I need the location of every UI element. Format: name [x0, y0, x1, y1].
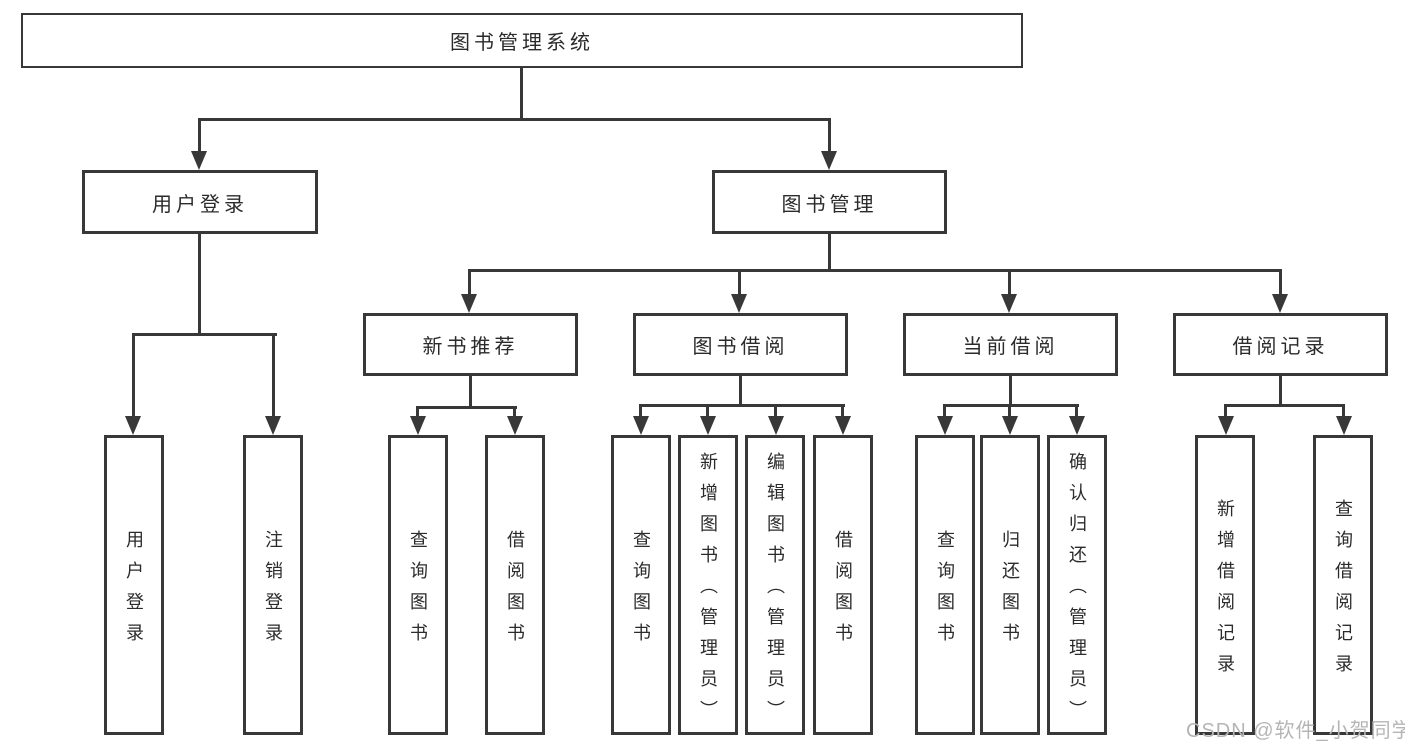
node-borrow-records-label: 借阅记录: [1232, 336, 1329, 358]
node-book-borrow-label: 图书借阅: [692, 336, 789, 358]
arrow-down-icon: [835, 416, 851, 435]
connector-line: [1342, 404, 1345, 417]
connector-line: [1279, 269, 1282, 295]
leaf-query-borrow-record-label: 查询借阅记录: [1333, 498, 1353, 685]
connector-line: [943, 404, 1079, 407]
node-book-management-label: 图书管理: [781, 193, 878, 216]
connector-line: [198, 118, 831, 121]
connector-line: [520, 67, 523, 120]
node-user-login: 用户登录: [82, 170, 318, 234]
node-new-book-recommend: 新书推荐: [363, 313, 578, 376]
leaf-query-borrow-record: 查询借阅记录: [1313, 435, 1373, 735]
node-book-borrow: 图书借阅: [633, 313, 848, 376]
arrow-down-icon: [1218, 416, 1234, 435]
connector-line: [1224, 404, 1345, 407]
connector-line: [1224, 404, 1227, 417]
node-book-management: 图书管理: [712, 170, 947, 234]
arrow-down-icon: [1272, 294, 1288, 313]
connector-line: [469, 375, 472, 408]
arrow-down-icon: [768, 416, 784, 435]
leaf-return-book: 归还图书: [980, 435, 1040, 735]
arrow-down-icon: [700, 416, 716, 435]
connector-line: [198, 118, 201, 152]
connector-line: [774, 404, 777, 417]
connector-line: [513, 406, 516, 417]
connector-line: [639, 404, 642, 417]
node-borrow-records: 借阅记录: [1173, 313, 1388, 376]
arrow-down-icon: [265, 416, 281, 435]
connector-line: [1009, 375, 1012, 407]
connector-line: [132, 333, 277, 336]
connector-line: [943, 404, 946, 417]
connector-line: [416, 406, 419, 417]
arrow-down-icon: [410, 416, 426, 435]
connector-line: [1008, 269, 1011, 295]
arrow-down-icon: [1336, 416, 1352, 435]
connector-line: [468, 269, 1282, 272]
leaf-borrow-book-label: 借阅图书: [833, 529, 853, 654]
node-user-login-label: 用户登录: [152, 193, 248, 216]
arrow-down-icon: [633, 416, 649, 435]
connector-line: [1279, 375, 1282, 407]
arrow-down-icon: [1002, 416, 1018, 435]
arrow-down-icon: [1001, 294, 1017, 313]
leaf-add-book-admin: 新增图书（管理员）: [678, 435, 738, 735]
leaf-query-book-current-label: 查询图书: [935, 529, 955, 654]
arrow-down-icon: [125, 416, 141, 435]
leaf-return-book-label: 归还图书: [1000, 529, 1020, 654]
leaf-query-book-recommend-label: 查询图书: [408, 529, 428, 654]
leaf-query-book-current: 查询图书: [915, 435, 975, 735]
node-root: 图书管理系统: [21, 13, 1023, 68]
node-root-label: 图书管理系统: [450, 32, 594, 54]
leaf-edit-book-admin: 编辑图书（管理员）: [745, 435, 805, 735]
connector-line: [738, 269, 741, 295]
leaf-confirm-return-admin-label: 确认归还（管理员）: [1067, 452, 1087, 731]
connector-line: [706, 404, 709, 417]
leaf-query-book-borrow: 查询图书: [611, 435, 671, 735]
connector-line: [272, 333, 275, 417]
connector-line: [841, 404, 844, 417]
arrow-down-icon: [821, 151, 837, 170]
connector-line: [1075, 404, 1078, 417]
connector-line: [198, 233, 201, 335]
leaf-user-login: 用户登录: [104, 435, 164, 735]
leaf-confirm-return-admin: 确认归还（管理员）: [1047, 435, 1107, 735]
connector-line: [132, 333, 135, 417]
watermark: CSDN @软件_小贺同学: [1186, 720, 1405, 742]
node-current-borrow-label: 当前借阅: [962, 336, 1059, 358]
leaf-borrow-book-recommend-label: 借阅图书: [505, 529, 525, 654]
leaf-logout-login: 注销登录: [243, 435, 303, 735]
connector-line: [739, 375, 742, 407]
connector-line: [828, 232, 831, 272]
node-new-book-recommend-label: 新书推荐: [422, 336, 519, 358]
arrow-down-icon: [507, 416, 523, 435]
leaf-user-login-label: 用户登录: [124, 529, 144, 654]
arrow-down-icon: [1069, 416, 1085, 435]
arrow-down-icon: [731, 294, 747, 313]
leaf-borrow-book-recommend: 借阅图书: [485, 435, 545, 735]
leaf-query-book-borrow-label: 查询图书: [631, 529, 651, 654]
connector-line: [828, 118, 831, 152]
arrow-down-icon: [937, 416, 953, 435]
arrow-down-icon: [461, 294, 477, 313]
leaf-borrow-book: 借阅图书: [813, 435, 873, 735]
leaf-add-borrow-record: 新增借阅记录: [1195, 435, 1255, 735]
leaf-query-book-recommend: 查询图书: [388, 435, 448, 735]
leaf-edit-book-admin-label: 编辑图书（管理员）: [765, 452, 785, 731]
connector-line: [468, 269, 471, 295]
leaf-logout-login-label: 注销登录: [263, 529, 283, 654]
arrow-down-icon: [191, 151, 207, 170]
connector-line: [416, 406, 517, 409]
connector-line: [639, 404, 845, 407]
leaf-add-book-admin-label: 新增图书（管理员）: [698, 452, 718, 731]
node-current-borrow: 当前借阅: [903, 313, 1118, 376]
leaf-add-borrow-record-label: 新增借阅记录: [1215, 498, 1235, 685]
connector-line: [1008, 404, 1011, 417]
